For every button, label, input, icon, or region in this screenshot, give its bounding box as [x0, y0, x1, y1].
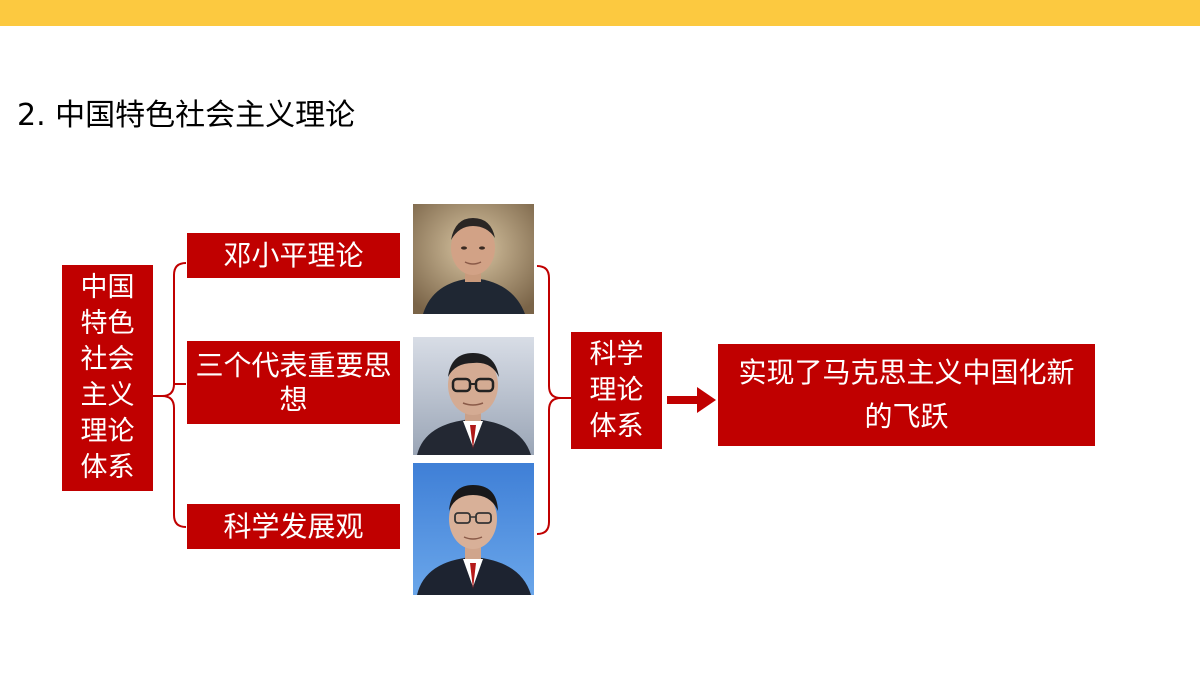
portrait-photo — [413, 204, 534, 314]
root-concept-box: 中国 特色 社会 主义 理论 体系 — [62, 265, 153, 491]
result-box: 实现了马克思主义中国化新的飞跃 — [718, 344, 1095, 446]
root-line: 体系 — [80, 452, 135, 483]
root-line: 中国 — [80, 272, 135, 303]
right-bracket — [536, 265, 562, 535]
theory-box-deng: 邓小平理论 — [187, 233, 400, 278]
root-line: 特色 — [80, 308, 135, 339]
right-arrow-icon — [667, 387, 716, 413]
theory-box-three-represents: 三个代表重要思想 — [187, 341, 400, 424]
science-line: 理论 — [589, 374, 644, 406]
science-line: 科学 — [589, 338, 644, 370]
portrait-photo — [413, 463, 534, 595]
top-accent-bar — [0, 0, 1200, 26]
root-line: 社会 — [80, 344, 135, 375]
left-bracket — [161, 262, 187, 528]
scientific-theory-system-box: 科学 理论 体系 — [571, 332, 662, 449]
root-line: 理论 — [80, 416, 135, 447]
root-line: 主义 — [80, 380, 135, 411]
portrait-photo — [413, 337, 534, 455]
science-line: 体系 — [589, 410, 644, 442]
theory-box-scientific-development: 科学发展观 — [187, 504, 400, 549]
slide-title: 2. 中国特色社会主义理论 — [17, 98, 356, 133]
